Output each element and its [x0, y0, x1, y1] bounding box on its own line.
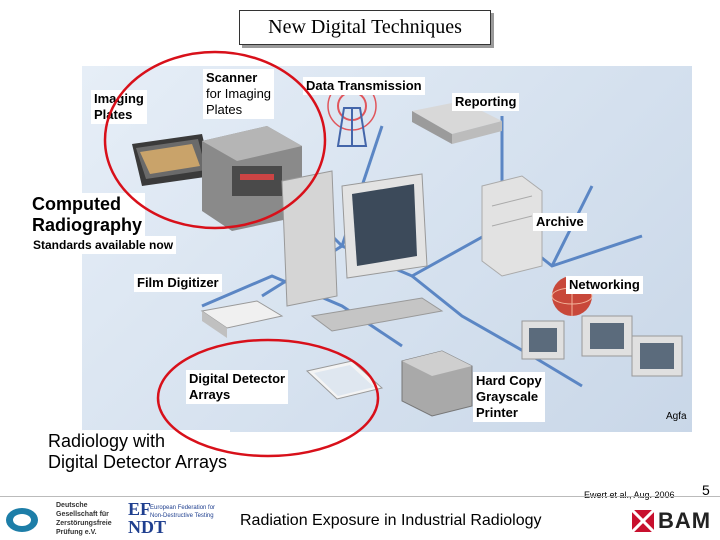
- efndt-text-line2: Non-Destructive Testing: [150, 512, 215, 520]
- dgzfp-line4: Prüfung e.V.: [56, 528, 112, 537]
- dgzfp-line3: Zerstörungsfreie: [56, 519, 112, 528]
- dgzfp-logo-icon: [4, 505, 40, 535]
- dda-highlight: [158, 340, 378, 456]
- bam-logo-icon: [632, 510, 654, 532]
- efndt-logo-text: European Federation for Non-Destructive …: [150, 504, 215, 520]
- footer-title: Radiation Exposure in Industrial Radiolo…: [240, 512, 542, 530]
- computed-radiography-highlight: [105, 52, 325, 228]
- dgzfp-logo-text: Deutsche Gesellschaft für Zerstörungsfre…: [56, 501, 112, 537]
- dgzfp-line2: Gesellschaft für: [56, 510, 112, 519]
- efndt-text-line1: European Federation for: [150, 504, 215, 512]
- efndt-mark-bottom: NDT: [128, 518, 166, 536]
- footer-divider: [0, 496, 720, 497]
- dgzfp-line1: Deutsche: [56, 501, 112, 510]
- citation: Ewert et al., Aug. 2006: [584, 490, 675, 500]
- bam-logo-text: BAM: [658, 508, 711, 534]
